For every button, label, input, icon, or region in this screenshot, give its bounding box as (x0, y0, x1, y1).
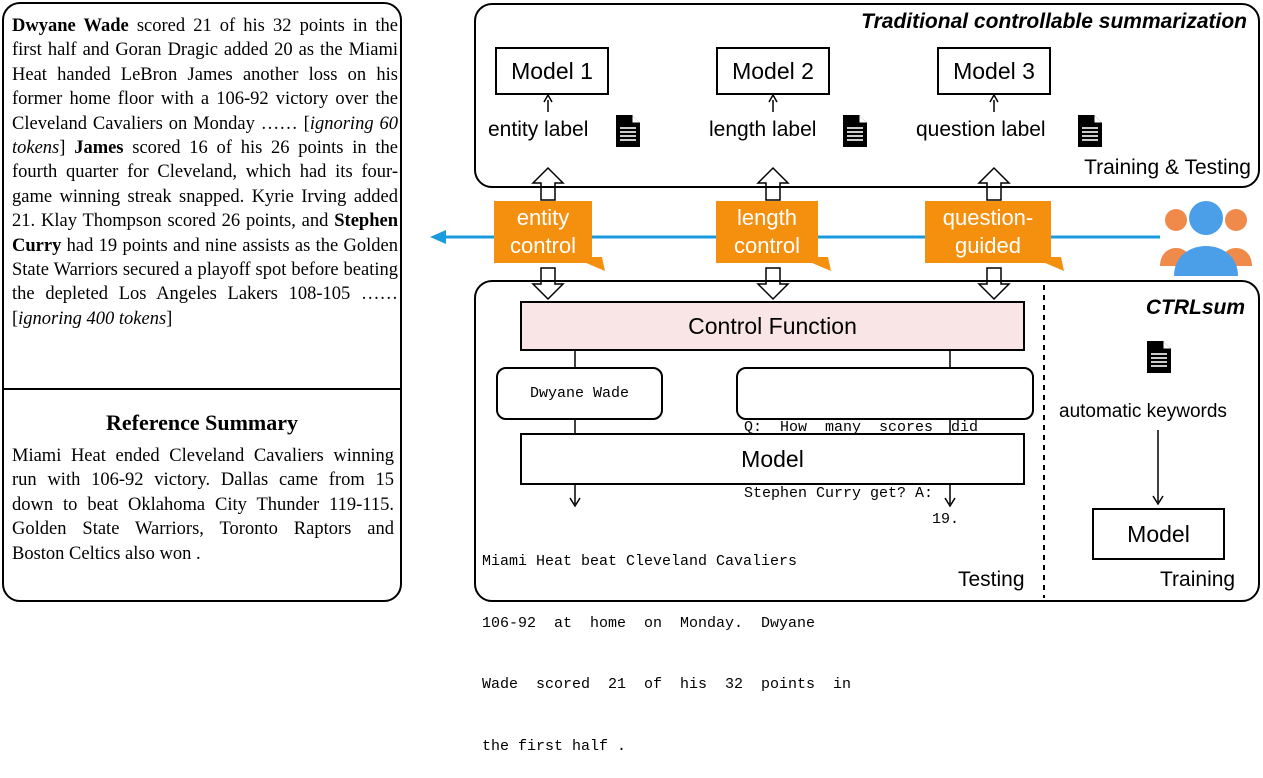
users-icon (1160, 201, 1252, 276)
question-guided-line2: guided (954, 233, 1022, 258)
output-line: Miami Heat beat Cleveland Cavaliers (482, 553, 798, 570)
label-to-model-arrow-2 (768, 93, 778, 112)
output-line: 106-92 at home on Monday. Dwyane (482, 614, 816, 632)
article-entity-bold: Dwyane Wade (12, 16, 129, 36)
length-label-text: length label (709, 118, 817, 141)
entity-control-tag: entity control (494, 201, 605, 271)
question-prompt-input: Q: How many scores did Stephen Curry get… (736, 367, 1034, 502)
article-ignored-note: ignoring 60 tokens (12, 113, 399, 159)
ctrlsum-panel (474, 280, 1260, 602)
user-flow-arrowhead (430, 230, 446, 244)
article-divider (4, 388, 400, 390)
article-ignored-note: ignoring 400 tokens (18, 308, 167, 329)
article-text-run: ] (166, 308, 173, 329)
hollow-arrow-up-1 (531, 166, 565, 201)
source-article-text: Dwyane Wade scored 21 of his 32 points i… (12, 14, 398, 331)
document-icon (1147, 341, 1171, 373)
model-to-answer-arrow (944, 485, 956, 508)
keywords-to-model-arrow (1152, 430, 1164, 506)
entity-control-line2: control (509, 233, 577, 258)
article-text-run: ] (59, 138, 75, 159)
length-control-tag: length control (716, 201, 831, 271)
training-testing-label: Training & Testing (1084, 156, 1251, 179)
model-to-output-arrow (569, 485, 581, 508)
control-function-box: Control Function (520, 301, 1025, 351)
hollow-arrow-down-1 (531, 267, 565, 301)
article-text-run: scored 21 of his 32 points in the first … (12, 16, 398, 134)
question-prompt-line2: Stephen Curry get? A: (744, 485, 934, 502)
hollow-arrow-down-2 (756, 267, 790, 301)
article-text-run: scored 16 of his 26 points in the fourth… (12, 138, 398, 232)
question-guided-tag: question- guided (925, 201, 1064, 271)
article-text-run: had 19 points and nine assists as the Go… (12, 235, 398, 329)
ctrlsum-title: CTRLsum (1145, 296, 1245, 319)
entity-keyword-input: Dwyane Wade (496, 367, 663, 420)
question-answer-output: 19. (932, 511, 960, 528)
output-line: Wade scored 21 of his 32 points in (482, 676, 852, 693)
output-line: the first half . (482, 737, 627, 755)
document-icon (616, 115, 640, 147)
model-3-box: Model 3 (937, 47, 1051, 95)
model-2-box: Model 2 (716, 47, 830, 95)
entity-control-line1: entity (516, 205, 570, 230)
article-entity-bold: James (74, 138, 124, 159)
model-1-box: Model 1 (495, 47, 609, 95)
article-entity-bold: Stephen Curry (12, 211, 398, 256)
label-to-model-arrow-3 (989, 93, 999, 112)
automatic-keywords-label: automatic keywords (1059, 401, 1227, 422)
reference-summary-text: Miami Heat ended Cleveland Cavaliers win… (12, 446, 394, 564)
question-prompt-line1: Q: How many scores did (744, 419, 979, 436)
training-model-box: Model (1092, 508, 1225, 560)
question-guided-line1: question- (942, 205, 1034, 230)
training-label: Training (1160, 568, 1236, 591)
article-panel: Dwyane Wade scored 21 of his 32 points i… (2, 2, 402, 602)
hollow-arrow-down-3 (977, 267, 1011, 301)
entity-summary-output: Miami Heat beat Cleveland Cavaliers 106-… (482, 511, 851, 778)
document-icon (843, 115, 867, 147)
question-label-text: question label (916, 118, 1046, 141)
reference-summary-title: Reference Summary (105, 410, 299, 435)
document-icon (1078, 115, 1102, 147)
length-control-line2: control (733, 233, 801, 258)
length-control-line1: length (737, 205, 797, 230)
traditional-panel (474, 3, 1260, 188)
ctrlsum-model-box: Model (520, 433, 1025, 485)
traditional-panel-title: Traditional controllable summarization (861, 10, 1247, 33)
label-to-model-arrow-1 (543, 93, 553, 112)
testing-label: Testing (958, 568, 1025, 591)
hollow-arrow-up-2 (756, 166, 790, 201)
entity-label-text: entity label (488, 118, 589, 141)
hollow-arrow-up-3 (977, 166, 1011, 201)
